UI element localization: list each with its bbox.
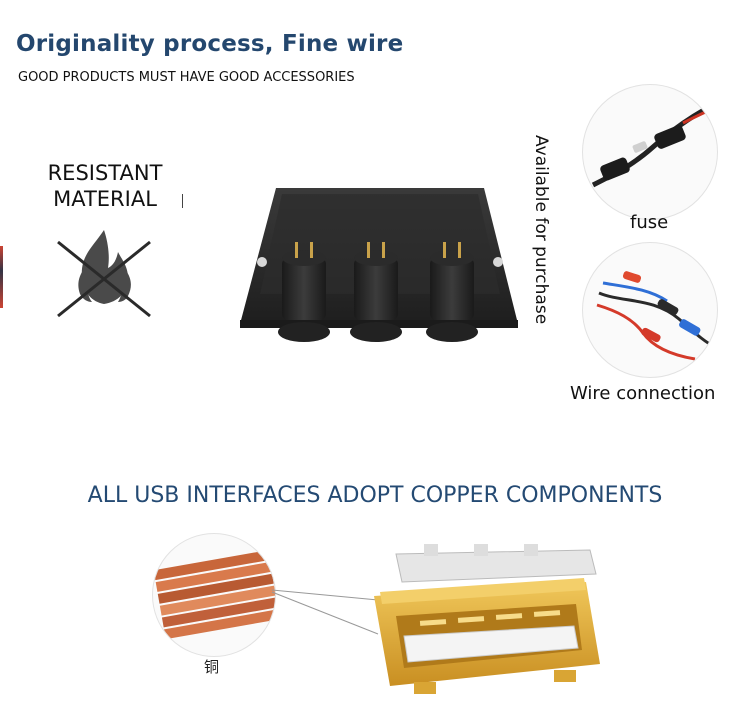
fuse-image <box>582 84 718 220</box>
pointer-lines <box>271 589 379 635</box>
no-fire-icon <box>57 230 151 318</box>
copper-image <box>152 533 276 657</box>
available-for-purchase-text: Available for purchase <box>531 135 551 325</box>
page-title: Originality process, Fine wire <box>16 31 404 57</box>
socket-3 <box>426 242 478 342</box>
copper-sheets-icon <box>153 550 275 640</box>
socket-panel-image <box>240 188 518 342</box>
resistant-line1: RESISTANT <box>47 161 163 185</box>
usb-heading: ALL USB INTERFACES ADOPT COPPER COMPONEN… <box>87 483 663 508</box>
page-subtitle: GOOD PRODUCTS MUST HAVE GOOD ACCESSORIES <box>18 70 355 85</box>
resistant-material-label: RESISTANT MATERIAL <box>20 160 190 212</box>
edge-fragment <box>0 246 3 308</box>
wire-connection-label: Wire connection <box>570 383 716 404</box>
socket-2 <box>350 242 402 342</box>
copper-label: 铜 <box>204 659 220 676</box>
usb-connector-image <box>374 544 600 694</box>
resistant-line2: MATERIAL <box>53 187 157 211</box>
divider-tick <box>182 194 183 208</box>
fuse-icon <box>591 100 717 188</box>
fuse-label: fuse <box>630 212 669 233</box>
wire-connection-icon <box>596 271 716 361</box>
socket-1 <box>278 242 330 342</box>
wire-connection-image <box>582 242 718 378</box>
